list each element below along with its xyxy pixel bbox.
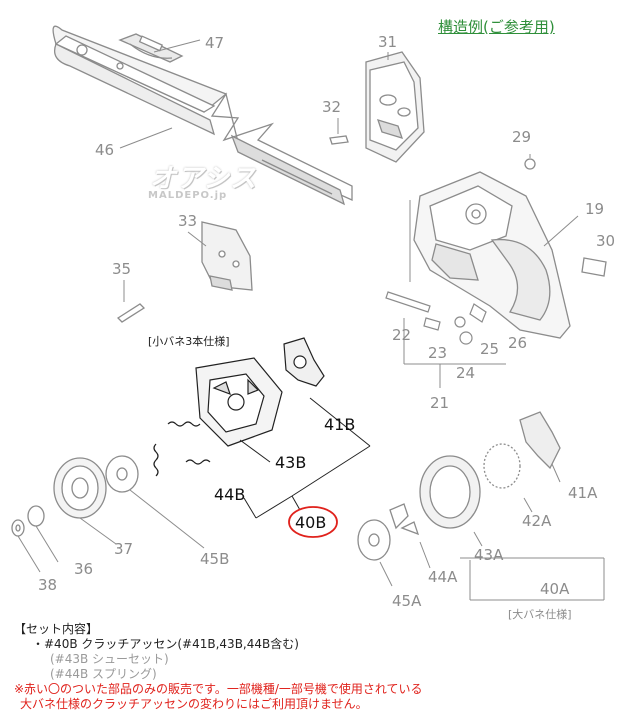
part-45a: 45A (392, 592, 422, 610)
leaders-40b-group (239, 397, 371, 519)
notes-sub-2: (#44B スプリング) (50, 667, 157, 681)
part-41b: 41B (324, 415, 355, 434)
part-30: 30 (596, 232, 615, 250)
clutch-springs-drawing (153, 421, 211, 477)
large-spring-label: [大バネ仕様] (508, 608, 572, 621)
leaders-21-group (403, 318, 506, 388)
notes-block: 【セット内容】 ・#40B クラッチアッセン(#41B,43B,44B含む) (… (14, 622, 614, 712)
part-26: 26 (508, 334, 527, 352)
notes-heading: 【セット内容】 (14, 622, 99, 636)
sprocket-cover-drawing (329, 51, 425, 163)
part-21: 21 (430, 394, 449, 412)
part-32: 32 (322, 98, 341, 116)
part-24: 24 (456, 364, 475, 382)
bolt-parts-drawing (385, 291, 487, 345)
part-25: 25 (480, 340, 499, 358)
part-33: 33 (178, 212, 197, 230)
part-38: 38 (38, 576, 57, 594)
notes-sub-1: (#43B シューセット) (50, 652, 169, 666)
part-43b: 43B (275, 453, 306, 472)
part-22: 22 (392, 326, 411, 344)
watermark-logo-sub: MALDEPO.jp (148, 190, 228, 201)
part-31: 31 (378, 33, 397, 51)
crankcase-drawing (413, 158, 607, 339)
part-40b: 40B (295, 513, 326, 532)
leader-19 (543, 215, 579, 247)
leaders-40a-group (379, 463, 605, 601)
part-44a: 44A (428, 568, 458, 586)
part-45b: 45B (200, 550, 229, 568)
highlight-circle-40b (288, 506, 338, 538)
part-36: 36 (74, 560, 93, 578)
leader-46 (119, 127, 173, 149)
part-42a: 42A (522, 512, 552, 530)
leader-47 (153, 39, 201, 53)
part-35: 35 (112, 260, 131, 278)
part-44b: 44B (214, 485, 245, 504)
guide-bar-drawing (52, 25, 353, 206)
part-43a: 43A (474, 546, 504, 564)
notes-warning-1: ※赤い〇のついた部品のみの販売です。一部機種/一部号機で使用されている (14, 682, 423, 696)
clutch-assembly-b-drawing (195, 337, 325, 447)
leader-37 (79, 517, 117, 545)
part-47: 47 (205, 34, 224, 52)
side-plate-drawing (116, 221, 253, 323)
part-23: 23 (428, 344, 447, 362)
part-29: 29 (512, 128, 531, 146)
part-37: 37 (114, 540, 133, 558)
part-41a: 41A (568, 484, 598, 502)
drum-parts-drawing (11, 455, 139, 537)
leader-45b (129, 489, 205, 549)
page-title: 構造例(ご参考用) (438, 18, 555, 36)
clutch-assembly-a-drawing (357, 411, 561, 561)
watermark-logo: オアシス (150, 164, 257, 194)
part-40a: 40A (540, 580, 570, 598)
leader-33 (187, 231, 207, 247)
part-19: 19 (585, 200, 604, 218)
notes-warning-2: 大バネ仕様のクラッチアッセンの変わりにはご利用頂けません。 (20, 697, 368, 711)
notes-item: ・#40B クラッチアッセン(#41B,43B,44B含む) (32, 637, 299, 651)
leader-38 (17, 535, 41, 573)
small-spring-label: [小バネ3本仕様] (148, 335, 230, 348)
leader-36 (35, 525, 59, 563)
part-46: 46 (95, 141, 114, 159)
